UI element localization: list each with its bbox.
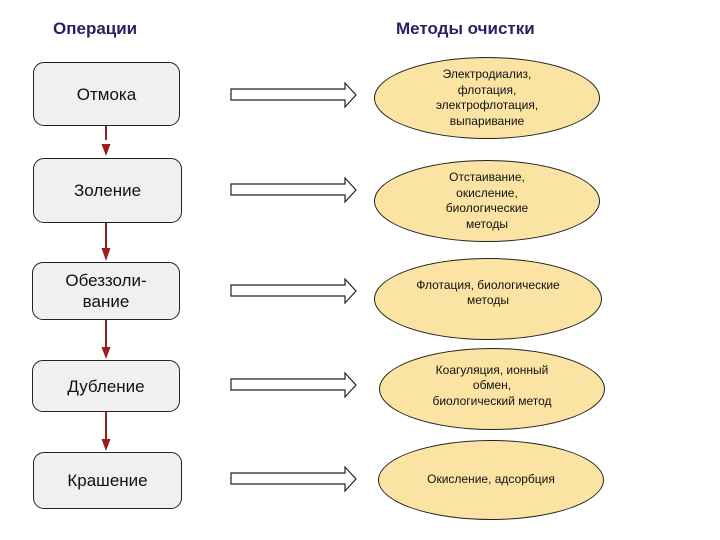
operation-label: Золение bbox=[73, 181, 142, 200]
block-arrow-2 bbox=[230, 176, 357, 204]
method-label: Коагуляция, ионный обмен, биологический … bbox=[432, 362, 552, 408]
operations-heading: Операции bbox=[53, 19, 138, 38]
arrowhead-icon bbox=[101, 248, 111, 261]
method-ellipse-liming: Отстаивание, окисление, биологические ме… bbox=[374, 160, 600, 242]
method-ellipse-deliming: Флотация, биологические методы bbox=[374, 258, 602, 340]
method-ellipse-dyeing: Окисление, адсорбция bbox=[378, 440, 604, 520]
block-arrow-4 bbox=[230, 371, 357, 399]
operation-label: Отмока bbox=[76, 84, 137, 104]
block-arrow-5 bbox=[230, 465, 357, 493]
block-arrow-3 bbox=[230, 277, 357, 305]
method-label: Флотация, биологические методы bbox=[416, 277, 560, 308]
method-label: Окисление, адсорбция bbox=[427, 472, 555, 487]
flow-arrow-2 bbox=[101, 223, 111, 261]
operation-tanning: Дубление bbox=[32, 360, 180, 412]
arrowhead-icon bbox=[101, 347, 111, 359]
method-ellipse-tanning: Коагуляция, ионный обмен, биологический … bbox=[379, 348, 605, 430]
method-ellipse-soaking: Электродиализ, флотация, электрофлотация… bbox=[374, 57, 600, 139]
flow-arrow-1 bbox=[101, 126, 111, 156]
methods-heading: Методы очистки bbox=[396, 19, 535, 38]
flow-arrow-4 bbox=[101, 412, 111, 451]
arrowhead-icon bbox=[101, 439, 111, 451]
operation-label: Дубление bbox=[67, 376, 145, 396]
operation-dyeing: Крашение bbox=[33, 452, 182, 509]
block-arrow-1 bbox=[230, 81, 357, 109]
arrowhead-icon bbox=[101, 144, 111, 156]
method-label: Электродиализ, флотация, электрофлотация… bbox=[435, 67, 539, 128]
operation-label: Крашение bbox=[67, 471, 148, 490]
operation-liming: Золение bbox=[33, 158, 182, 223]
operation-deliming: Обеззоли- вание bbox=[32, 262, 180, 320]
flow-arrow-3 bbox=[101, 320, 111, 359]
operation-label: Обеззоли- вание bbox=[65, 271, 147, 311]
operation-soaking: Отмока bbox=[33, 62, 180, 126]
method-label: Отстаивание, окисление, биологические ме… bbox=[445, 170, 529, 231]
